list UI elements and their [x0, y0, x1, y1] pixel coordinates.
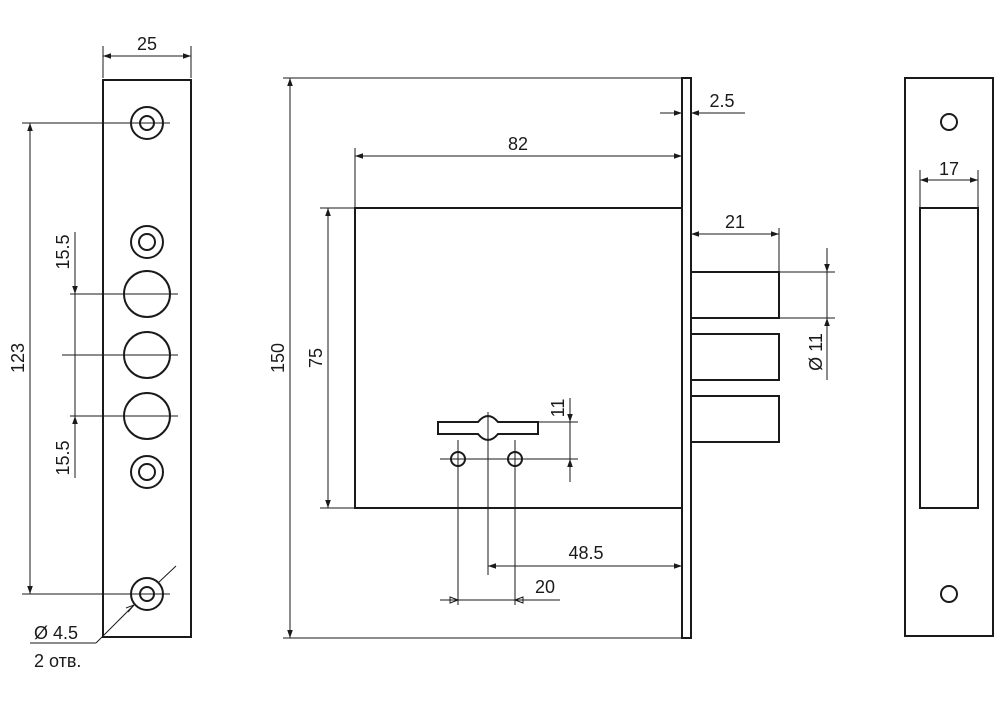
dim-bolt-spacing-bottom: 15.5	[53, 440, 73, 475]
strike-slot	[919, 207, 979, 509]
strike-plate-outline	[904, 77, 994, 637]
dim-bolt-throw: 21	[725, 212, 745, 232]
faceplate-outline	[102, 79, 192, 638]
faceplate-view: 25 123 15.5 15.5 Ø 4.5 2 отв.	[8, 34, 192, 671]
dim-spindle-spacing: 20	[535, 577, 555, 597]
strike-screw-hole-top	[940, 113, 958, 131]
dim-screw-hole-diameter: Ø 4.5	[34, 623, 78, 643]
dim-faceplate-thickness: 2.5	[709, 91, 734, 111]
dim-backset: 48.5	[568, 543, 603, 563]
dim-keyhole-height: 11	[548, 399, 568, 418]
dim-total-height: 150	[268, 343, 288, 373]
dim-bolt-spacing-top: 15.5	[53, 234, 73, 269]
dim-faceplate-width: 25	[137, 34, 157, 54]
dim-body-height: 75	[306, 348, 326, 368]
lock-body-outline	[354, 207, 683, 509]
bolt-3	[690, 395, 780, 443]
small-hole-lower	[130, 455, 164, 489]
small-hole-upper-inner	[138, 233, 156, 251]
lock-body-view: 150 75 82 2.5 21 Ø 11 11	[268, 77, 835, 639]
dim-bolt-diameter: Ø 11	[806, 333, 826, 371]
faceplate-edge	[681, 77, 692, 639]
small-hole-upper	[130, 225, 164, 259]
dim-strike-slot-width: 17	[939, 159, 959, 179]
dim-body-depth: 82	[508, 134, 528, 154]
dim-screw-hole-count: 2 отв.	[34, 651, 81, 671]
small-hole-lower-inner	[138, 463, 156, 481]
strike-screw-hole-bottom	[940, 585, 958, 603]
strike-plate-view: 17	[904, 77, 994, 637]
dim-mount-span: 123	[8, 343, 28, 373]
keyhole-slot	[437, 415, 539, 441]
bolt-2	[690, 333, 780, 381]
bolt-1	[690, 271, 780, 319]
